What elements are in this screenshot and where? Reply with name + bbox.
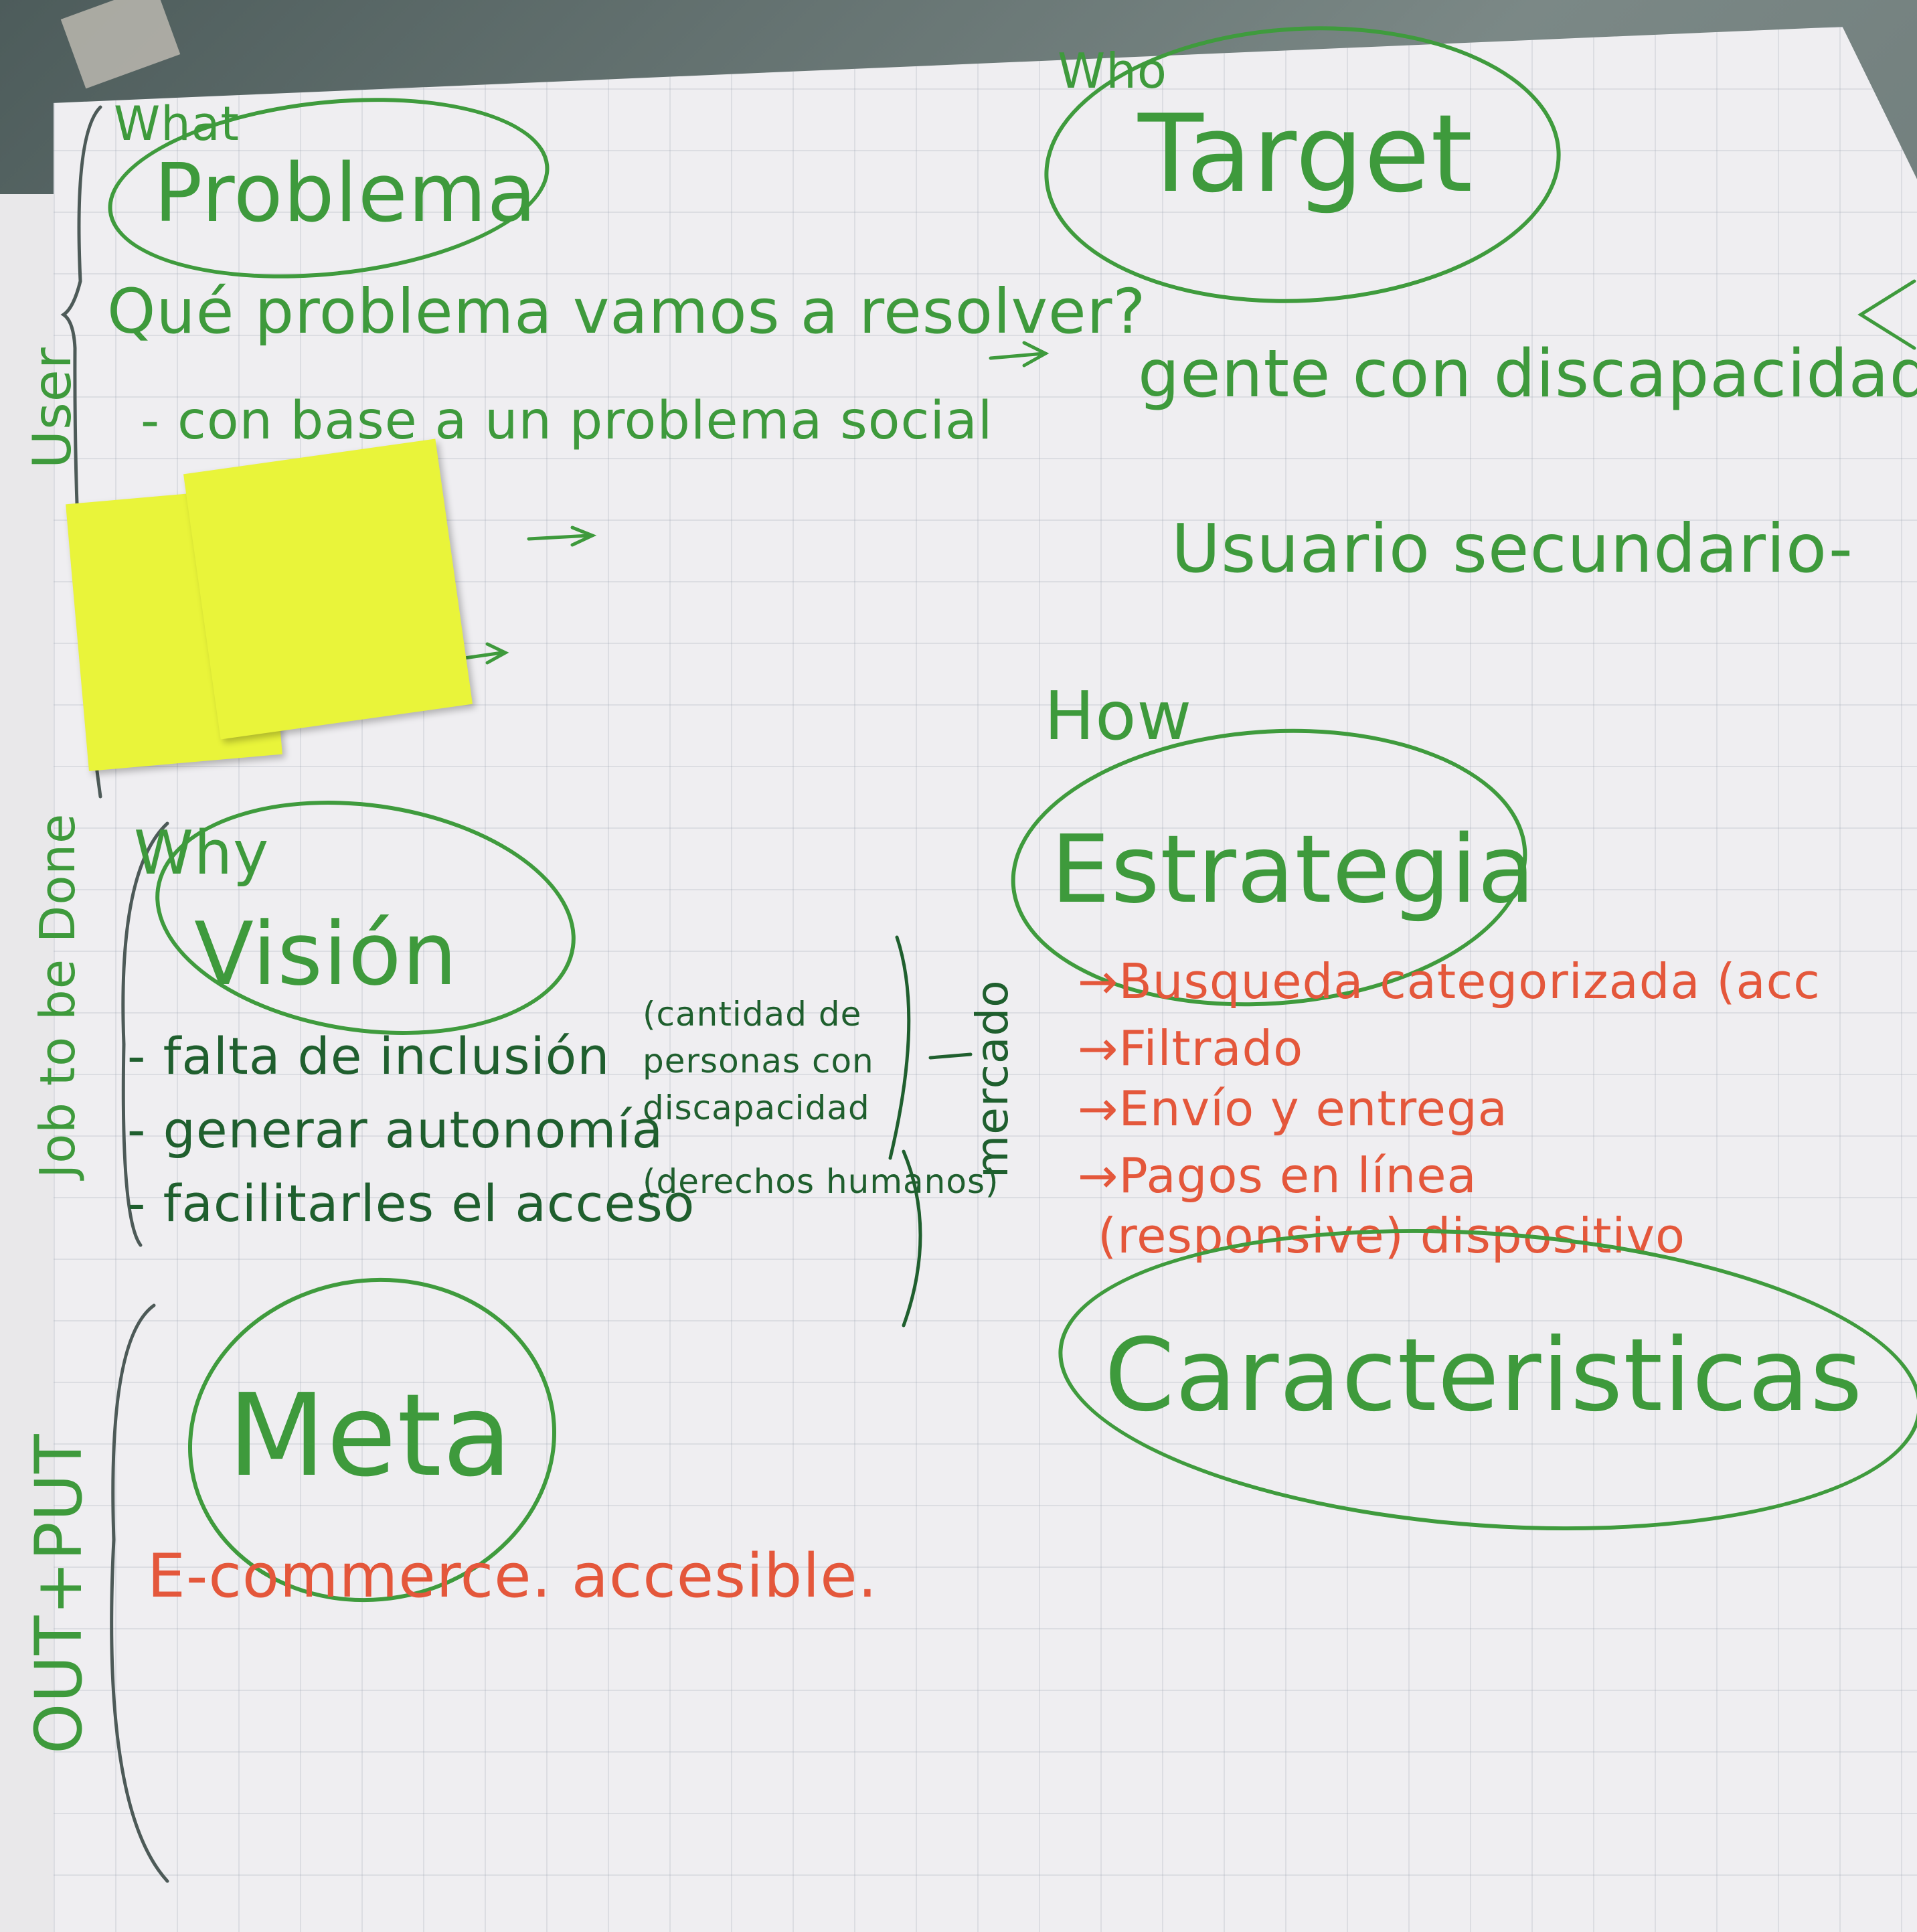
caracteristicas-title: Caracteristicas (1104, 1317, 1863, 1434)
estrategia-item-3: →Envío y entrega (1078, 1080, 1508, 1137)
user-label: User (23, 347, 83, 469)
problema-item: - con base a un problema social (141, 391, 993, 451)
vision-title: Visión (194, 903, 458, 1005)
why-tag: Why (134, 818, 270, 888)
vision-note-1: (cantidad de personas con discapacidad (643, 995, 874, 1127)
target-title: Target (1138, 91, 1473, 216)
target-primary: gente con discapacidad (1138, 336, 1917, 412)
jobs-to-be-done-label: Job to be Done (29, 813, 86, 1178)
brace-why (121, 821, 169, 1247)
arrow-note-1 (527, 526, 597, 547)
target-secondary: Usuario secundario- (1171, 509, 1853, 588)
brace-output (110, 1303, 169, 1883)
estrategia-item-1: →Busqueda categorizada (acc (1078, 953, 1821, 1010)
paper-sheet (54, 27, 1917, 1932)
estrategia-item-5: (responsive) dispositivo (1098, 1208, 1686, 1264)
meta-title: Meta (228, 1370, 513, 1502)
vision-item-1: - falta de inclusión (127, 1026, 610, 1086)
vision-item-3: - facilitarles el acceso (127, 1174, 695, 1233)
how-tag: How (1044, 677, 1193, 755)
vision-item-2: - generar autonomía (127, 1100, 664, 1159)
vision-note-2: (derechos humanos) (643, 1162, 999, 1201)
estrategia-item-4: →Pagos en línea (1078, 1147, 1477, 1204)
problema-question: Qué problema vamos a resolver? (107, 276, 1147, 347)
paren-right-1 (888, 935, 911, 1160)
arrow-edge-right (1857, 279, 1916, 350)
arrow-problem-to-target (989, 341, 1050, 368)
estrategia-title: Estrategia (1051, 815, 1536, 924)
mercado-label: mercado (967, 979, 1018, 1178)
sticky-note-front (183, 438, 473, 740)
estrategia-item-2: →Filtrado (1078, 1020, 1304, 1076)
paren-right-2 (902, 1149, 922, 1327)
meta-value: E-commerce. accesible. (147, 1541, 878, 1611)
output-label: OUT+PUT (21, 1433, 96, 1754)
arrow-mercado (928, 1052, 973, 1060)
who-tag: Who (1058, 43, 1167, 99)
what-tag: What (114, 96, 240, 151)
problema-title: Problema (154, 147, 537, 240)
